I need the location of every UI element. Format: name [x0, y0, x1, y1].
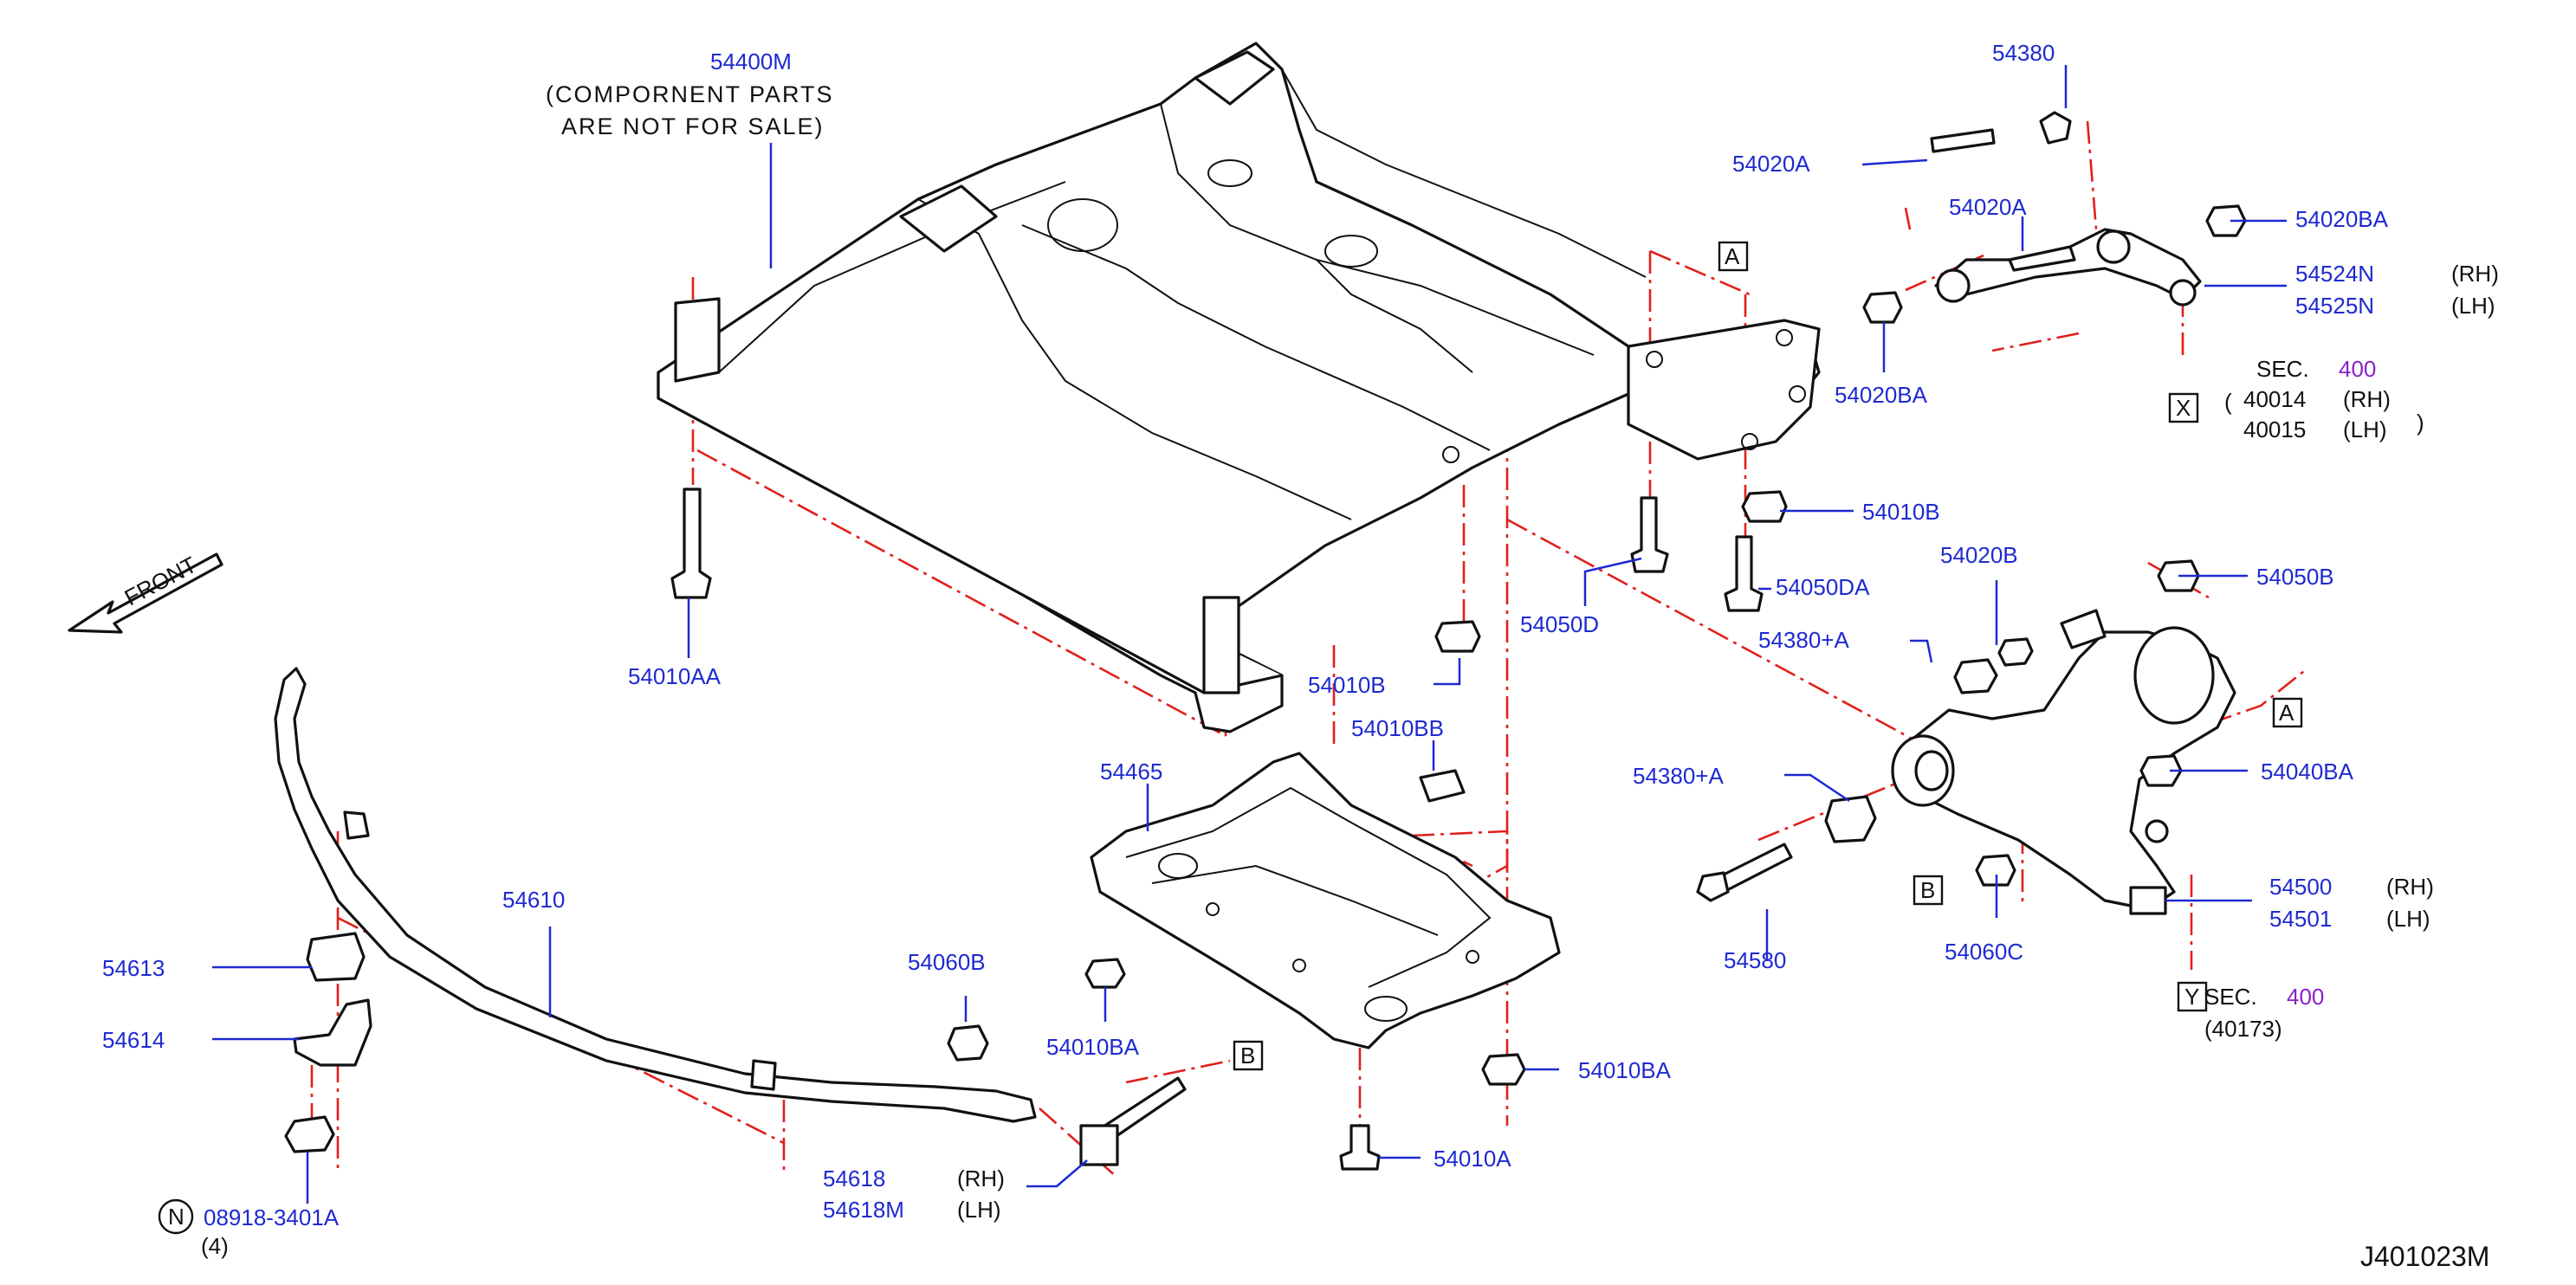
ref-box-a-right-label: A — [2279, 700, 2294, 726]
label-54010bb: 54010BB — [1351, 715, 1444, 741]
label-54525n: 54525N — [2295, 293, 2374, 319]
leader-lines — [212, 65, 2287, 1204]
label-54580: 54580 — [1724, 947, 1786, 973]
label-08918: 08918-3401A — [204, 1204, 340, 1230]
label-54060b: 54060B — [908, 949, 986, 975]
clip-icon — [1419, 769, 1466, 803]
sec-upper-ref1-side: (RH) — [2343, 386, 2391, 412]
label-54020b: 54020B — [1940, 542, 2018, 568]
label-54010a: 54010A — [1434, 1146, 1511, 1172]
front-direction-arrow-icon: FRONT — [68, 552, 223, 634]
ref-box-b-mid: B — [1913, 875, 1944, 906]
ref-box-x-label: X — [2176, 395, 2191, 421]
sec-upper-ref2-side: (LH) — [2343, 416, 2387, 442]
ref-box-a-top: A — [1718, 241, 1749, 272]
label-54524n: 54524N — [2295, 261, 2374, 287]
label-54613: 54613 — [102, 955, 165, 981]
label-54020ba-left: 54020BA — [1835, 382, 1928, 408]
sec-upper-ref2: 40015 — [2243, 416, 2306, 442]
label-54618m: 54618M — [823, 1197, 904, 1223]
ref-circle-n-label: N — [168, 1204, 184, 1230]
nut-54010ba-right-icon — [1481, 1053, 1526, 1086]
label-54380a-upper: 54380+A — [1758, 627, 1849, 653]
label-54050da: 54050DA — [1776, 574, 1870, 600]
sec-lower-ref: (40173) — [2204, 1016, 2282, 1042]
ref-box-b-link: B — [1233, 1040, 1264, 1071]
ref-box-a-right: A — [2272, 697, 2303, 728]
stabilizer-bar — [274, 667, 1037, 1123]
sec-upper-paren-close: ) — [2417, 410, 2424, 436]
sec-upper-ref1: 40014 — [2243, 386, 2306, 412]
sec-upper-paren-open: ( — [2224, 389, 2232, 415]
ref-box-x: X — [2168, 392, 2199, 423]
label-54610: 54610 — [502, 887, 565, 913]
label-54380: 54380 — [1992, 40, 2055, 66]
label-54020ba-right: 54020BA — [2295, 206, 2389, 232]
sec-upper-number: 400 — [2339, 356, 2376, 382]
lower-crossmember — [1090, 752, 1561, 1049]
label-54500: 54500 — [2269, 874, 2332, 900]
ref-box-y-label: Y — [2184, 984, 2199, 1010]
label-54010aa: 54010AA — [628, 663, 722, 689]
bolt-54010aa-icon — [670, 488, 712, 599]
stabilizer-bushing-icon — [306, 932, 366, 982]
nut-54010b-left-icon — [1434, 620, 1481, 653]
stabilizer-link — [1079, 1076, 1187, 1166]
diagram-code: J401023M — [2360, 1241, 2489, 1272]
label-54010b-left: 54010B — [1308, 672, 1386, 698]
label-54501-side: (LH) — [2386, 906, 2430, 932]
label-54614: 54614 — [102, 1027, 165, 1053]
label-54400m: 54400M — [710, 48, 792, 74]
label-crossmember-note-2: ARE NOT FOR SALE) — [561, 113, 825, 139]
label-54380a-lower: 54380+A — [1633, 763, 1724, 789]
label-crossmember-note-1: (COMPORNENT PARTS — [546, 81, 834, 107]
upper-link — [1862, 111, 2247, 324]
label-54020a-top: 54020A — [1732, 151, 1810, 177]
label-54020a-arm: 54020A — [1949, 194, 2027, 220]
label-54618-side: (RH) — [957, 1166, 1005, 1191]
label-54010ba-mid: 54010BA — [1046, 1034, 1140, 1060]
label-54010ba-right: 54010BA — [1578, 1057, 1672, 1083]
label-54050d: 54050D — [1520, 611, 1599, 637]
label-54501: 54501 — [2269, 906, 2332, 932]
ref-box-b-mid-label: B — [1920, 877, 1935, 903]
sec-lower-number: 400 — [2287, 984, 2324, 1010]
nut-54010b-right-icon — [1741, 490, 1788, 523]
nut-54010ba-mid-icon — [1084, 958, 1126, 989]
ref-box-y: Y — [2177, 981, 2208, 1012]
label-54524n-side: (RH) — [2451, 261, 2499, 287]
label-54500-side: (RH) — [2386, 874, 2434, 900]
knuckle-and-lower-arm — [1696, 559, 2236, 915]
label-54525n-side: (LH) — [2451, 293, 2495, 319]
ref-circle-n: N — [158, 1198, 194, 1235]
link-bushing-icon — [947, 1024, 989, 1062]
label-54618m-side: (LH) — [957, 1197, 1001, 1223]
label-54010b-right: 54010B — [1862, 499, 1940, 525]
ref-box-a-top-label: A — [1725, 243, 1740, 269]
sec-upper-prefix: SEC. — [2256, 356, 2309, 382]
part-labels: 54400M (COMPORNENT PARTS ARE NOT FOR SAL… — [102, 40, 2499, 1272]
label-54060c: 54060C — [1945, 939, 2023, 965]
label-54618: 54618 — [823, 1166, 885, 1191]
clamp-nut-icon — [284, 1115, 335, 1153]
bolt-54050da-icon — [1724, 535, 1764, 612]
bolt-54050d-icon — [1630, 496, 1669, 573]
front-crossmember — [657, 42, 1821, 733]
label-54040ba: 54040BA — [2261, 759, 2354, 785]
label-nut-quantity: (4) — [201, 1233, 229, 1259]
stabilizer-clamp-icon — [293, 998, 372, 1067]
sec-lower-prefix: SEC. — [2204, 984, 2257, 1010]
bolt-54010a-icon — [1339, 1124, 1381, 1171]
label-54465: 54465 — [1100, 759, 1162, 785]
label-54050b: 54050B — [2256, 564, 2334, 590]
ref-box-b-link-label: B — [1240, 1043, 1255, 1069]
